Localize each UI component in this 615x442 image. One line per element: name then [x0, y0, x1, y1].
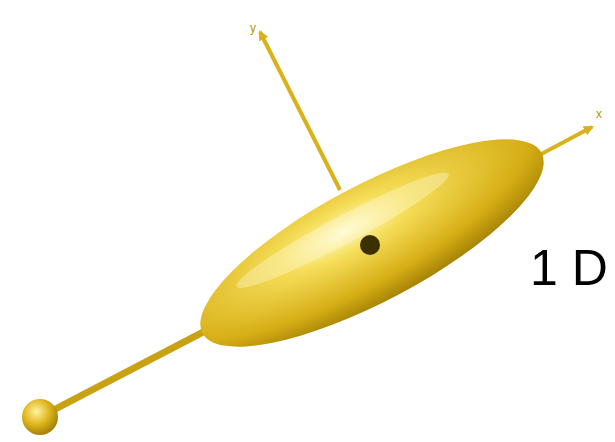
axis-label: y — [250, 22, 256, 34]
y-axis — [260, 32, 340, 190]
center-dot — [360, 235, 380, 255]
charge-ball — [22, 399, 58, 435]
ellipsoid-highlight — [230, 162, 455, 299]
dipole-value: 1 D — [530, 243, 608, 293]
ellipsoid — [175, 102, 569, 385]
axis-label: x — [596, 108, 602, 120]
